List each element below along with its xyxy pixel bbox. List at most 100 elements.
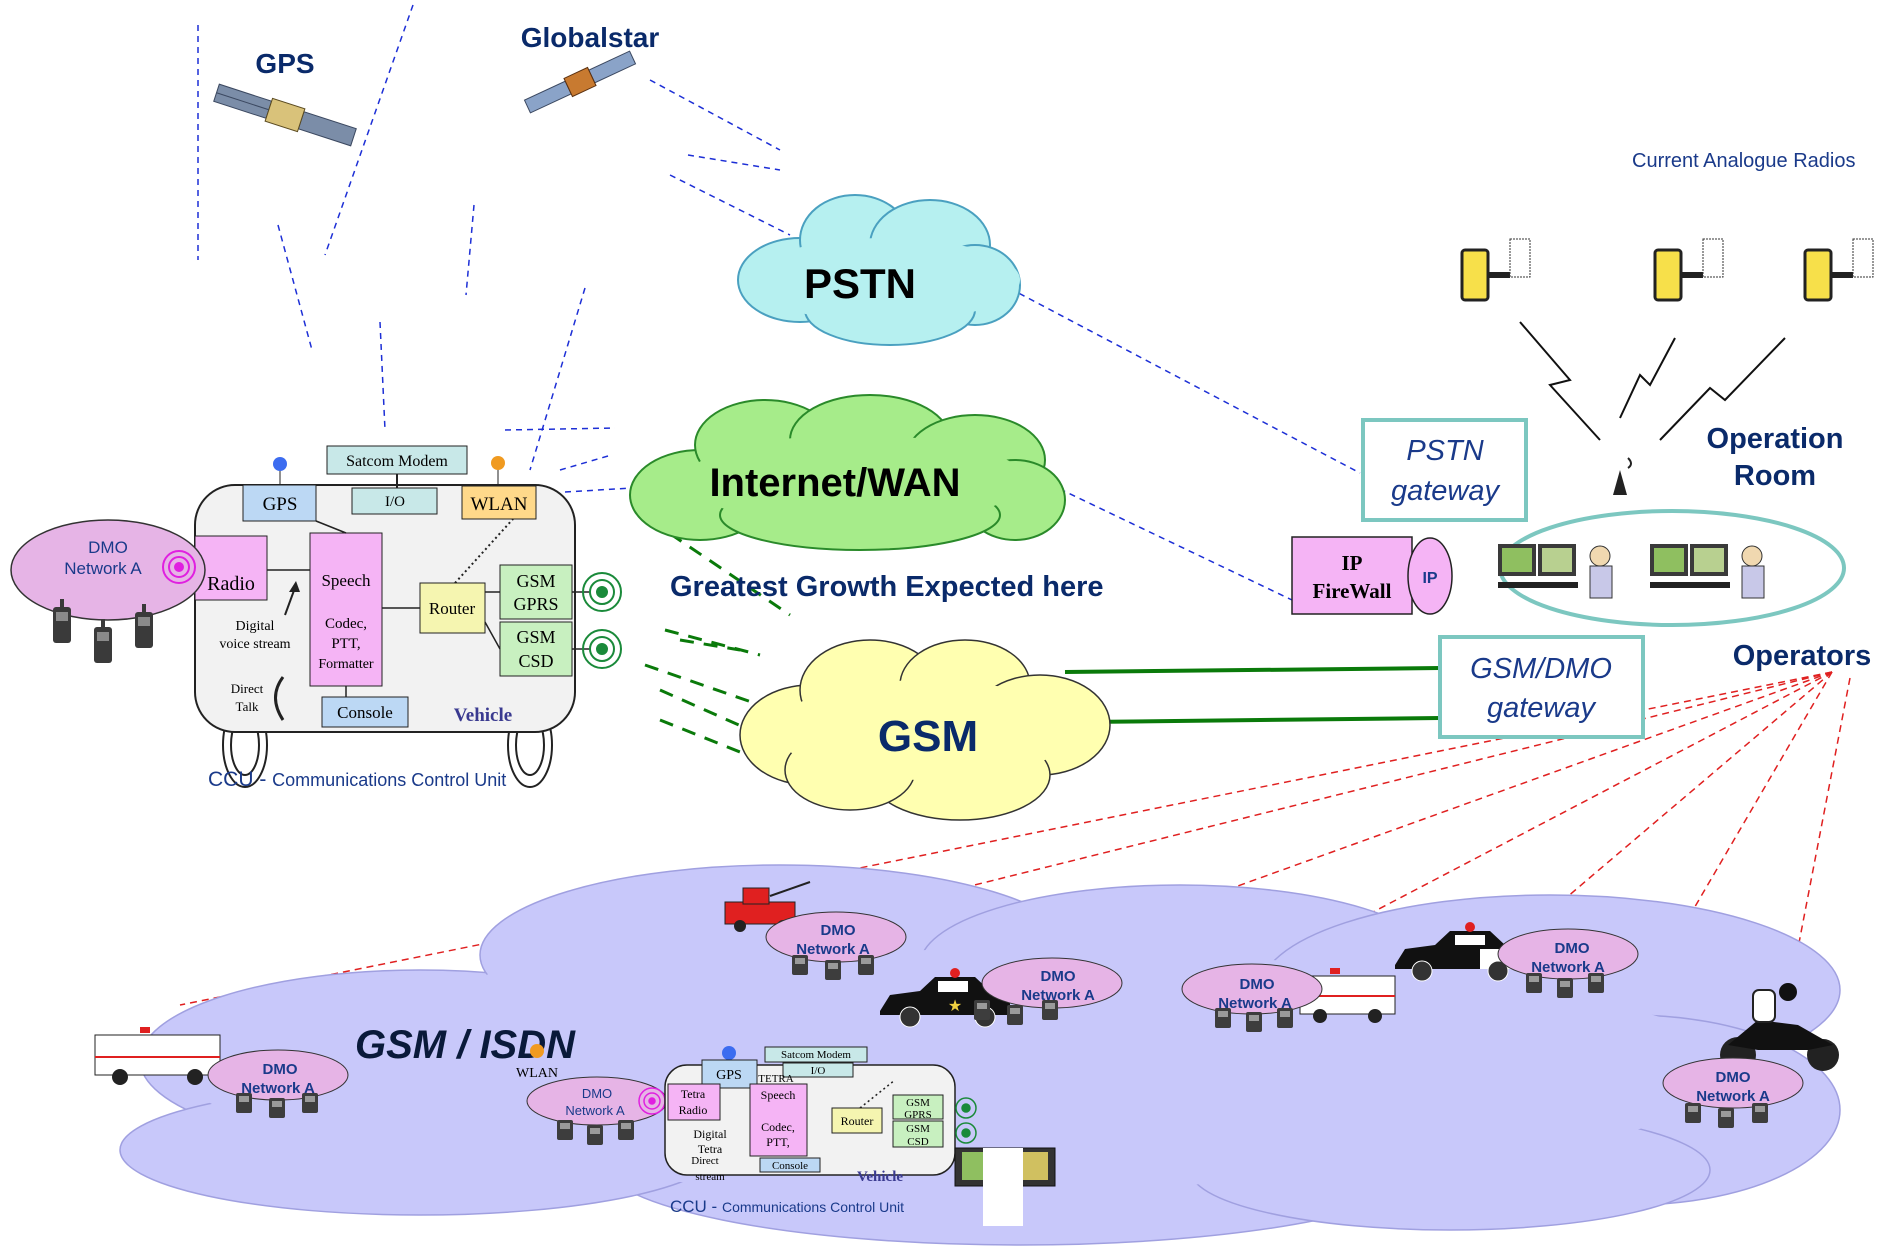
svg-text:Speech: Speech [761, 1088, 796, 1102]
svg-text:DMO: DMO [1555, 940, 1590, 957]
laptop-icon [954, 1147, 1056, 1226]
svg-text:Tetra: Tetra [698, 1142, 723, 1156]
svg-text:DMO: DMO [821, 922, 856, 939]
ccu-io: I/O [385, 494, 405, 510]
ccu-gsm-csd-1: GSM [516, 627, 555, 647]
svg-text:CCU - Communications Control U: CCU - Communications Control Unit [670, 1197, 904, 1216]
ccu-gsm-gprs-2: GPRS [513, 594, 558, 614]
ccu-codec: Codec, [325, 616, 367, 632]
gps-label: GPS [255, 48, 314, 79]
ccu-satcom: Satcom Modem [346, 453, 448, 470]
globalstar-label: Globalstar [521, 22, 660, 53]
ccu-direct-2: Talk [236, 699, 259, 714]
ccu-digital-2: voice stream [219, 637, 290, 652]
ccu-ptt: PTT, [331, 636, 360, 652]
dmo-network-3: DMO Network A [1181, 963, 1323, 1032]
svg-text:WLAN: WLAN [516, 1066, 558, 1081]
ip-badge: IP [1422, 570, 1437, 587]
svg-text:Radio: Radio [679, 1103, 708, 1117]
gsm-isdn-cloud: GSM / ISDN [119, 864, 1841, 1246]
satellite-dashed-links [197, 4, 1361, 601]
svg-text:GSM: GSM [906, 1097, 930, 1109]
svg-text:DMO: DMO [1041, 968, 1076, 985]
operation-room-line1: Operation [1707, 423, 1844, 455]
svg-text:stream: stream [695, 1171, 725, 1183]
svg-text:DMO: DMO [263, 1061, 298, 1078]
svg-text:Satcom Modem: Satcom Modem [781, 1049, 851, 1061]
svg-text:CCU - Communications Control U: CCU - Communications Control Unit [208, 768, 506, 791]
antenna-tower-icon [1613, 457, 1632, 495]
operator-workstation-icon [1498, 544, 1765, 599]
gsm-gateway-links [1064, 666, 1441, 724]
dmo-left-line1: DMO [88, 538, 128, 557]
ccu-direct-1: Direct [231, 681, 264, 696]
svg-text:GSM: GSM [906, 1123, 930, 1135]
operation-room: Current Analogue Radios [1291, 150, 1874, 739]
radios-caption: Current Analogue Radios [1632, 150, 1855, 172]
svg-text:Network A: Network A [1696, 1088, 1770, 1105]
svg-text:Network A: Network A [796, 941, 870, 958]
svg-text:Codec,: Codec, [761, 1120, 795, 1134]
gsm-cloud: GSM [739, 639, 1111, 821]
ccu-speech: Speech [321, 571, 371, 590]
ccu-caption-sub: Communications Control Unit [272, 770, 506, 790]
ambulance-icon [94, 1027, 221, 1085]
svg-text:I/O: I/O [811, 1065, 826, 1077]
internet-wan-label: Internet/WAN [709, 461, 960, 505]
svg-text:Network A: Network A [1531, 959, 1605, 976]
globalstar-satellite-icon [523, 50, 637, 114]
svg-text:GPRS: GPRS [904, 1109, 932, 1121]
pstn-label: PSTN [804, 260, 916, 307]
gps-satellite: GPS [213, 48, 357, 147]
ccu-console: Console [337, 703, 393, 722]
svg-text:Tetra: Tetra [681, 1087, 706, 1101]
operators-label: Operators [1733, 640, 1872, 672]
ccu-gsm-csd-2: CSD [518, 651, 553, 671]
gsm-gateway-line2: gateway [1487, 692, 1597, 724]
internet-wan-cloud: Internet/WAN [629, 394, 1066, 551]
ccu-small: DMO Network A Satcom Modem I/O GPS WLAN … [516, 1044, 1056, 1226]
operation-room-line2: Room [1734, 460, 1816, 492]
svg-text:DMO: DMO [582, 1086, 612, 1101]
svg-text:Direct: Direct [691, 1155, 718, 1167]
phone-handset-icon [274, 676, 285, 721]
analogue-radio-icon [1460, 238, 1874, 302]
svg-text:PTT,: PTT, [766, 1135, 789, 1149]
dmo-network-2: DMO Network A [974, 957, 1123, 1025]
pstn-cloud: PSTN [737, 194, 1021, 346]
ccu-caption-main: CCU - [208, 768, 272, 791]
ccu-gps: GPS [263, 494, 298, 515]
svg-text:DMO: DMO [1716, 1069, 1751, 1086]
ccu-router: Router [429, 599, 476, 618]
ccu-radio: Radio [207, 573, 255, 595]
svg-text:Digital: Digital [693, 1127, 727, 1141]
dmo-network-left: DMO Network A [10, 519, 206, 663]
ccu-vehicle-label: Vehicle [454, 705, 512, 726]
svg-text:Network A: Network A [565, 1103, 625, 1118]
svg-text:Network A: Network A [1021, 987, 1095, 1004]
gsm-gateway-line1: GSM/DMO [1470, 653, 1612, 685]
ccu-vehicle: Satcom Modem I/O GPS WLAN Radio Speech C… [194, 445, 622, 791]
pstn-gateway-line2: gateway [1391, 475, 1501, 507]
globalstar-satellite: Globalstar [521, 22, 660, 114]
svg-text:★: ★ [948, 998, 962, 1015]
firewall-line2: FireWall [1313, 579, 1392, 603]
radio-link-icon [1519, 321, 1786, 441]
dmo-network-small: DMO Network A [526, 1076, 668, 1145]
dmo-network-4: DMO Network A [1497, 928, 1639, 998]
dmo-network-5: DMO Network A [1662, 1057, 1804, 1128]
ccu-formatter: Formatter [318, 657, 374, 672]
ccu-digital-1: Digital [236, 619, 275, 634]
svg-text:GPS: GPS [716, 1068, 742, 1083]
ccu-wlan: WLAN [471, 494, 528, 515]
svg-text:Network A: Network A [241, 1080, 315, 1097]
svg-text:Vehicle: Vehicle [857, 1169, 903, 1185]
dmo-left-line2: Network A [64, 559, 142, 578]
svg-text:Network A: Network A [1218, 995, 1292, 1012]
gsm-label: GSM [878, 712, 978, 761]
svg-text:Console: Console [772, 1160, 808, 1172]
svg-text:TETRA: TETRA [758, 1073, 793, 1085]
firewall-line1: IP [1342, 551, 1363, 575]
pstn-gateway-line1: PSTN [1406, 435, 1483, 467]
